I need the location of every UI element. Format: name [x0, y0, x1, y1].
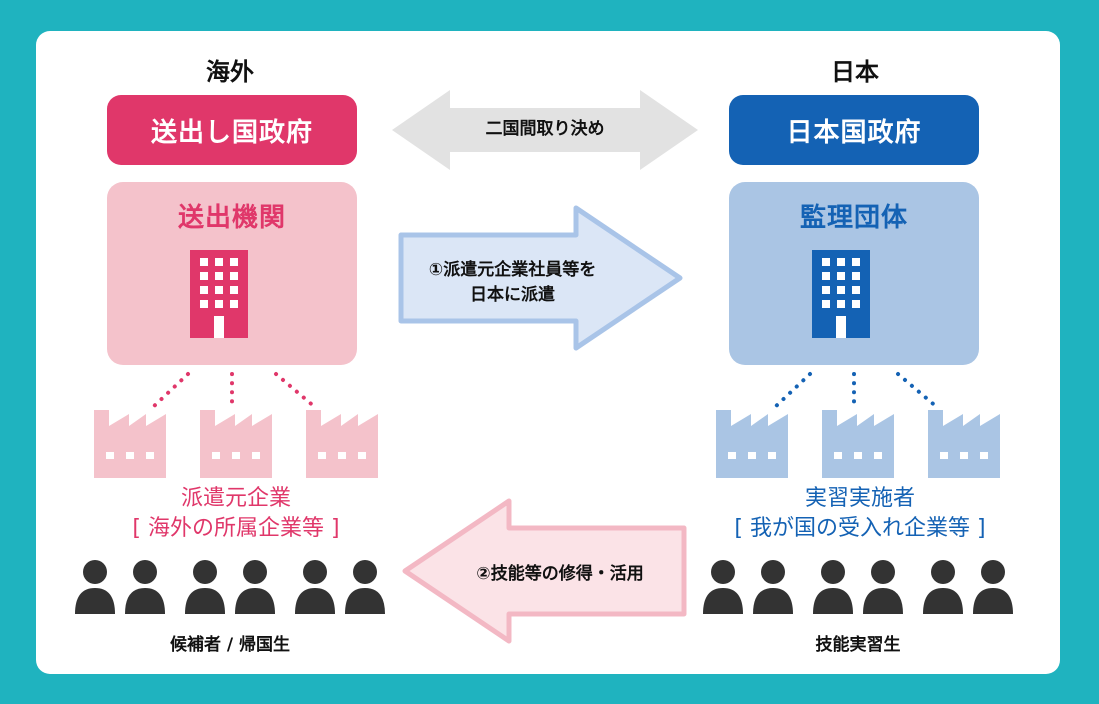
candidates-label: 候補者 / 帰国生 — [169, 635, 291, 655]
japan-government-box: 日本国政府 — [729, 95, 979, 165]
factory-icon — [928, 410, 1000, 478]
factory-icon — [94, 410, 166, 478]
factory-icon — [822, 410, 894, 478]
supervising-organization-name: 監理団体 — [799, 203, 908, 233]
person-icon — [75, 560, 115, 614]
person-icon — [923, 560, 963, 614]
person-icon — [345, 560, 385, 614]
person-icon — [235, 560, 275, 614]
building-icon — [812, 250, 870, 338]
factory-icon — [200, 410, 272, 478]
person-icon — [125, 560, 165, 614]
person-icon — [185, 560, 225, 614]
dotted-connectors-right — [772, 372, 940, 410]
agreement-label: 二国間取り決め — [485, 119, 605, 139]
dispatch-arrow — [398, 205, 683, 351]
sending-government-box: 送出し国政府 — [107, 95, 357, 165]
factory-icon — [306, 410, 378, 478]
region-label-overseas: 海外 — [206, 58, 254, 86]
skills-return-label: ②技能等の修得・活用 — [476, 564, 644, 584]
dispatch-label-line1: ①派遣元企業社員等を — [428, 260, 597, 280]
person-icon — [295, 560, 335, 614]
person-icon — [753, 560, 793, 614]
trainees-label: 技能実習生 — [815, 635, 901, 655]
dotted-connectors-left — [150, 372, 318, 410]
implementing-companies-label: 実習実施者 — [804, 486, 915, 511]
dispatching-companies-label: 派遣元企業 — [180, 486, 291, 511]
region-label-japan: 日本 — [831, 58, 879, 86]
factory-icon — [716, 410, 788, 478]
person-icon — [973, 560, 1013, 614]
building-icon — [190, 250, 248, 338]
dispatch-label-line2: 日本に派遣 — [470, 285, 555, 305]
sending-organization-name: 送出機関 — [177, 203, 286, 233]
person-icon — [863, 560, 903, 614]
implementing-companies-note: [ 我が国の受入れ企業等 ] — [734, 516, 986, 541]
person-icon — [813, 560, 853, 614]
person-icon — [703, 560, 743, 614]
skills-return-arrow — [402, 498, 687, 644]
dispatching-companies-note: [ 海外の所属企業等 ] — [132, 516, 340, 541]
agreement-double-arrow — [392, 90, 698, 170]
